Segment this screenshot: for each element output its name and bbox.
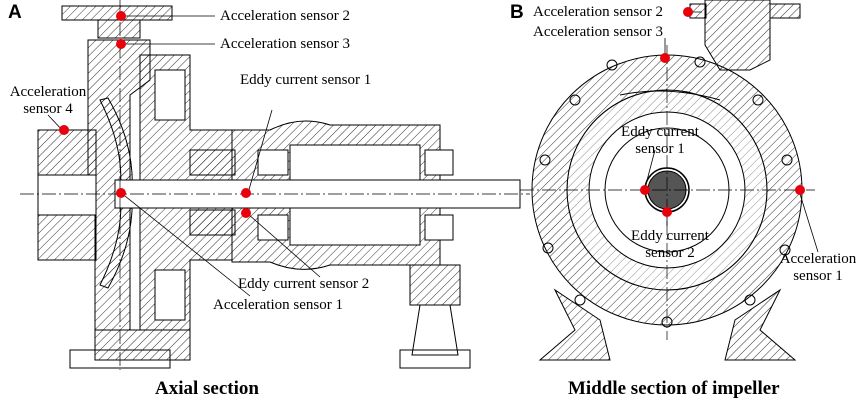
- label-eddy1-impeller: Eddy current sensor 1: [605, 124, 715, 158]
- impeller: [99, 97, 133, 289]
- panel-label-a: A: [8, 2, 22, 23]
- label-acc1-axial: Acceleration sensor 1: [213, 297, 343, 313]
- label-eddy1-line2: sensor 1: [635, 141, 685, 157]
- label-acc1-line2: sensor 1: [793, 268, 843, 284]
- label-eddy2-axial: Eddy current sensor 2: [238, 276, 370, 292]
- label-acc3-axial: Acceleration sensor 3: [220, 36, 350, 52]
- label-acc4-line1: Acceleration: [9, 84, 87, 100]
- bolt-holes: [539, 56, 793, 328]
- sensor-dot-eddy1-impeller: [640, 185, 650, 195]
- impeller-section-drawing: [520, 0, 819, 361]
- sensor-dot-acc1-axial: [116, 188, 126, 198]
- caption-impeller-section: Middle section of impeller: [568, 378, 780, 399]
- label-eddy2-line1: Eddy current: [631, 228, 709, 244]
- sensor-dot-acc4-axial: [59, 125, 69, 135]
- sensor-dot-acc3-impeller: [660, 53, 670, 63]
- label-eddy2-line2: sensor 2: [645, 245, 695, 261]
- label-acc2-impeller: Acceleration sensor 2: [533, 4, 663, 20]
- axial-section-drawing: [20, 0, 530, 370]
- discharge-nozzle: [704, 0, 771, 71]
- sensor-dot-eddy1-axial: [241, 188, 251, 198]
- label-eddy1-axial: Eddy current sensor 1: [240, 72, 372, 88]
- label-acc2-axial: Acceleration sensor 2: [220, 8, 350, 24]
- axial-sensor-dots: [59, 11, 251, 218]
- label-acc3-impeller: Acceleration sensor 3: [533, 24, 663, 40]
- label-acc4-line2: sensor 4: [23, 101, 73, 117]
- base-foot-right: [399, 349, 471, 369]
- label-acc1-impeller: Acceleration sensor 1: [772, 251, 864, 285]
- sensor-dot-acc3-axial: [116, 39, 126, 49]
- label-acc4-axial: Acceleration sensor 4: [2, 84, 94, 118]
- label-eddy2-impeller: Eddy current sensor 2: [615, 228, 725, 262]
- caption-axial-section: Axial section: [155, 378, 259, 399]
- panel-label-b: B: [510, 2, 524, 23]
- sensor-dot-eddy2-axial: [241, 208, 251, 218]
- label-acc1-line1: Acceleration: [779, 251, 857, 267]
- sensor-dot-acc1-impeller: [795, 185, 805, 195]
- sensor-dot-eddy2-impeller: [662, 207, 672, 217]
- impeller-sensor-dots: [640, 7, 805, 217]
- sensor-dot-acc2-impeller: [683, 7, 693, 17]
- label-eddy1-line1: Eddy current: [621, 124, 699, 140]
- base-foot-left: [69, 349, 171, 369]
- sensor-dot-acc2-axial: [116, 11, 126, 21]
